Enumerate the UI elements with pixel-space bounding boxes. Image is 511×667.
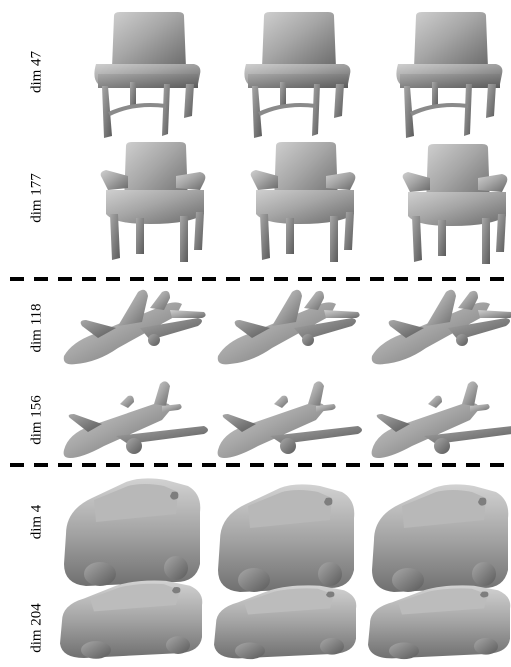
group-divider [10,463,506,467]
chair-shape [74,8,224,140]
airplane-shape [58,282,208,378]
airplane-shape [58,374,208,470]
row-label-dim-204: dim 204 [28,603,45,653]
chair-shape [80,142,230,274]
airplane-shape [212,374,362,470]
car-shape [54,560,204,666]
row-label-dim-4: dim 4 [28,504,45,540]
chair-shape [224,8,374,140]
chair-shape [382,144,511,276]
airplane-shape [366,374,511,470]
row-label-dim-156: dim 156 [28,395,45,445]
row-label-dim-177: dim 177 [28,173,45,223]
car-shape [362,566,511,666]
chair-shape [230,142,380,274]
row-label-dim-118: dim 118 [28,303,45,353]
row-label-dim-47: dim 47 [28,50,45,94]
airplane-shape [366,282,511,378]
airplane-shape [212,282,362,378]
group-divider [10,277,506,281]
car-shape [208,566,358,666]
chair-shape [376,8,511,140]
